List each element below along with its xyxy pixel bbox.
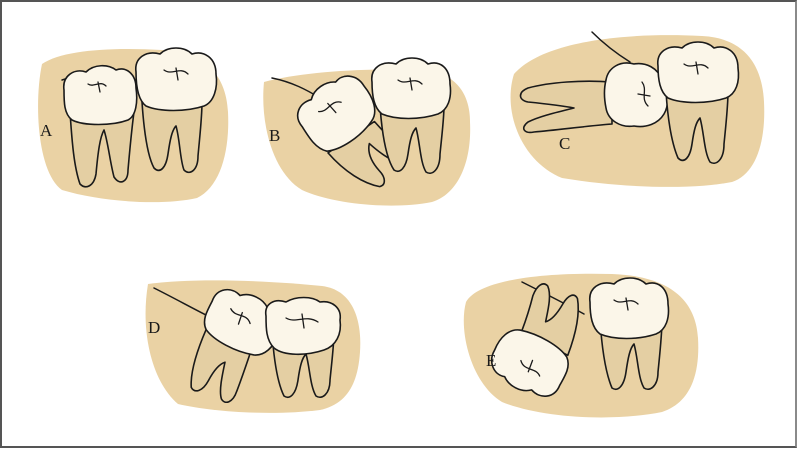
wisdom-tooth-crown — [64, 66, 137, 125]
panel-e-inverted: E — [464, 274, 699, 418]
label-d: D — [148, 318, 160, 337]
label-c: C — [559, 134, 570, 153]
label-e: E — [486, 351, 496, 370]
panel-d-distoangular: D — [146, 280, 361, 414]
panel-a-vertical: A — [38, 48, 228, 202]
molar-crown — [136, 48, 217, 111]
panel-b-mesioangular: B — [263, 58, 470, 206]
label-a: A — [40, 121, 53, 140]
molar-crown — [590, 278, 669, 339]
panel-c-horizontal: C — [511, 32, 765, 187]
label-b: B — [269, 126, 280, 145]
